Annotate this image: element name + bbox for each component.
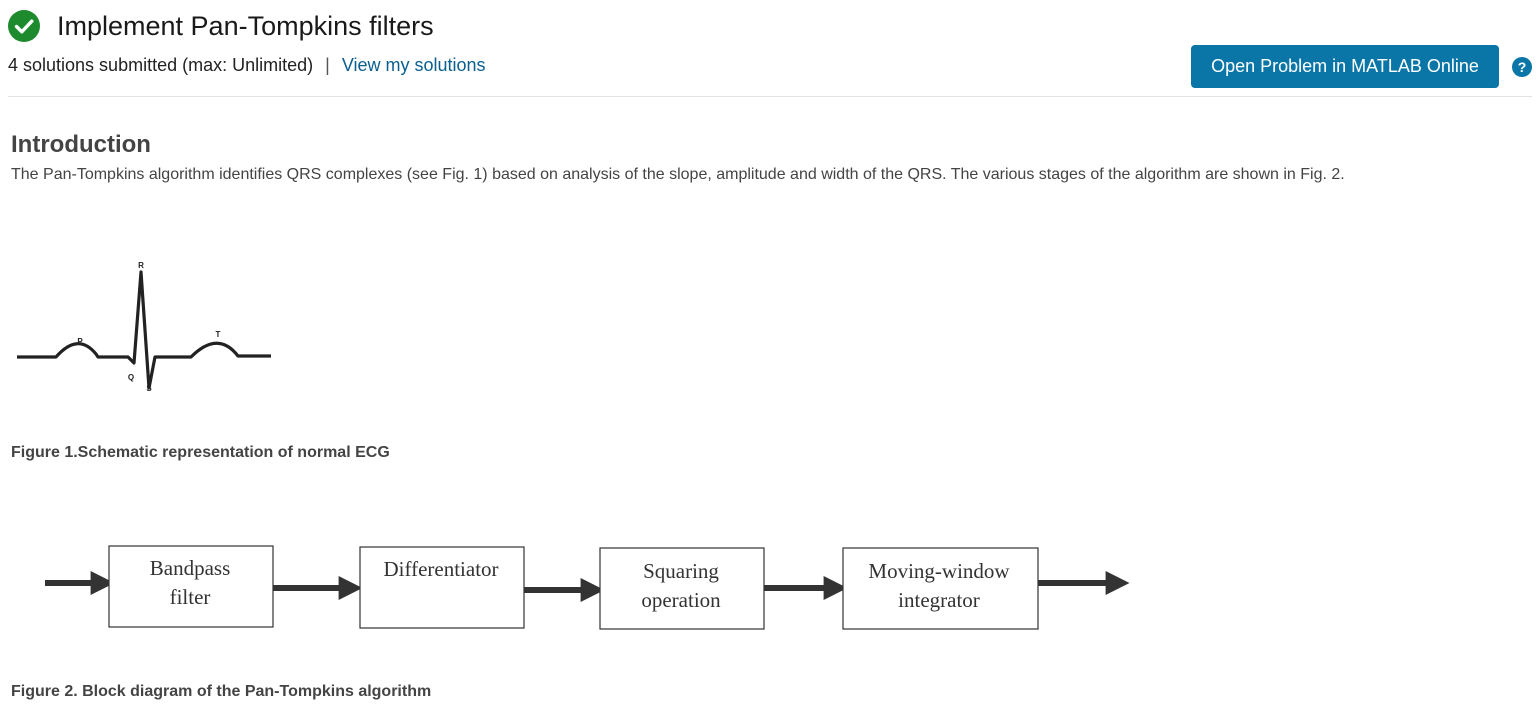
problem-title: Implement Pan-Tompkins filters	[57, 10, 434, 41]
check-circle-icon	[8, 10, 40, 42]
help-glyph: ?	[1518, 59, 1527, 75]
block-label-line1: Differentiator	[383, 557, 498, 581]
ecg-label-p: P	[77, 337, 83, 346]
problem-title-row: Implement Pan-Tompkins filters	[8, 8, 434, 44]
ecg-label-r: R	[138, 261, 144, 270]
block-squaring-operation	[599, 547, 765, 630]
block-moving-window-integrator	[842, 547, 1039, 630]
header-divider	[8, 96, 1532, 97]
figure2-caption: Figure 2. Block diagram of the Pan-Tompk…	[11, 683, 432, 700]
block-label-line2: integrator	[898, 588, 980, 612]
view-my-solutions-link[interactable]: View my solutions	[341, 55, 486, 75]
ecg-waveform	[17, 270, 271, 390]
figure1-caption: Figure 1.Schematic representation of nor…	[11, 444, 390, 461]
introduction-heading: Introduction	[11, 131, 151, 158]
pan-tompkins-block-diagram: Bandpass filter Differentiator Squaring …	[45, 545, 1130, 630]
open-in-matlab-online-button[interactable]: Open Problem in MATLAB Online	[1191, 45, 1499, 88]
ecg-label-t: T	[216, 330, 221, 339]
meta-separator: |	[325, 55, 330, 75]
block-label-line2: operation	[641, 588, 721, 612]
block-label-line1: Bandpass	[150, 556, 231, 580]
block-label-line1: Squaring	[643, 559, 719, 583]
ecg-label-q: Q	[128, 373, 134, 382]
help-circle-icon[interactable]: ?	[1512, 57, 1532, 77]
solutions-count-text: 4 solutions submitted (max: Unlimited)	[8, 55, 314, 75]
introduction-text: The Pan-Tompkins algorithm identifies QR…	[11, 166, 1345, 183]
block-differentiator	[359, 546, 525, 629]
block-bandpass-filter	[108, 545, 274, 628]
solutions-meta: 4 solutions submitted (max: Unlimited) |…	[8, 55, 486, 76]
block-label-line1: Moving-window	[868, 559, 1010, 583]
ecg-schematic-figure: R P T Q S	[17, 261, 271, 393]
ecg-label-s: S	[146, 384, 152, 393]
block-label-line2: filter	[170, 585, 211, 609]
